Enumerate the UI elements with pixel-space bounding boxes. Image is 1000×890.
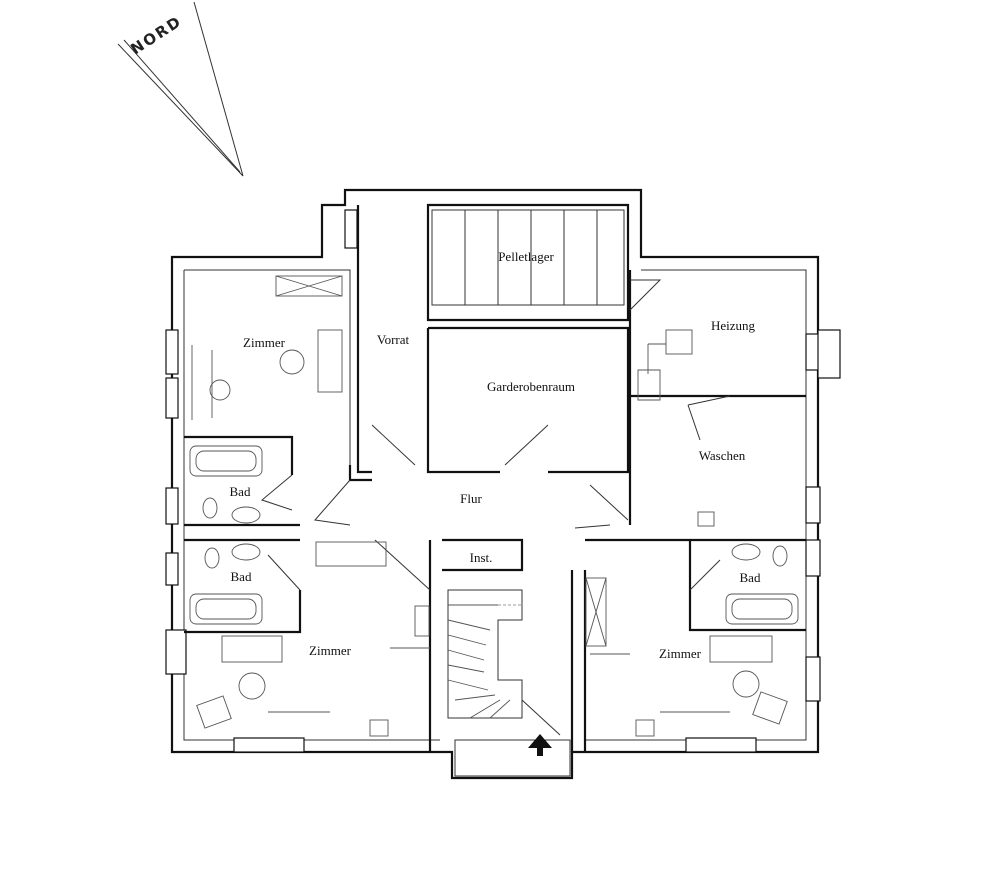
- label-flur: Flur: [460, 491, 482, 506]
- label-zimmer-nw: Zimmer: [243, 335, 286, 350]
- staircase: [447, 589, 523, 719]
- outer-walls: [170, 188, 820, 780]
- furniture-zimmer-sw: [196, 541, 430, 737]
- interior-walls: [184, 203, 806, 752]
- windows: [165, 209, 841, 753]
- north-arrow: NORD: [117, 1, 244, 177]
- label-heizung: Heizung: [711, 318, 756, 333]
- pellet-storage-stripes: [431, 209, 625, 306]
- label-bad-e: Bad: [740, 570, 761, 585]
- label-garderobenraum: Garderobenraum: [487, 379, 575, 394]
- label-bad-w-upper: Bad: [230, 484, 251, 499]
- furniture-zimmer-nw: [191, 275, 343, 420]
- door-swings: [260, 279, 731, 736]
- label-zimmer-sw: Zimmer: [309, 643, 352, 658]
- label-vorrat: Vorrat: [377, 332, 410, 347]
- label-inst: Inst.: [470, 550, 493, 565]
- label-pelletlager: Pelletlager: [498, 249, 554, 264]
- furniture-zimmer-se: [585, 577, 788, 737]
- furniture-bathrooms: [189, 445, 799, 625]
- label-zimmer-se: Zimmer: [659, 646, 702, 661]
- label-bad-w-lower: Bad: [231, 569, 252, 584]
- north-label: NORD: [127, 12, 185, 58]
- entrance-step: [454, 734, 571, 777]
- label-waschen: Waschen: [699, 448, 746, 463]
- room-labels: Zimmer Vorrat Pelletlager Garderobenraum…: [230, 249, 761, 661]
- entrance-arrow-icon: [528, 734, 552, 756]
- heating-equipment: [637, 329, 715, 527]
